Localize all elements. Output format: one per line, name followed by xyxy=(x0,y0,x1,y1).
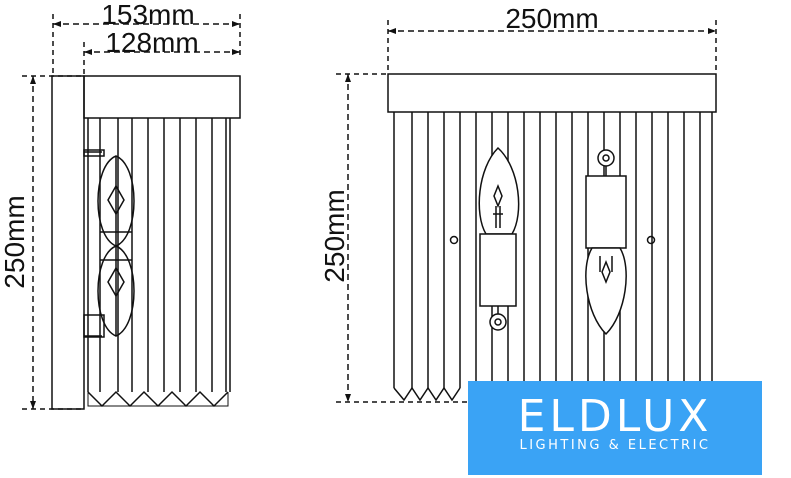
front-mount-hole-right xyxy=(646,235,656,245)
dimension-side-height xyxy=(22,75,84,410)
front-bulb-left xyxy=(478,146,520,331)
side-crystal-bars xyxy=(87,118,231,408)
dimension-153mm xyxy=(52,14,241,74)
side-bulb-assembly xyxy=(83,149,135,338)
eldlux-logo: ELDLUX LIGHTING & ELECTRIC xyxy=(468,381,762,475)
logo-name: ELDLUX xyxy=(517,391,713,442)
front-width-label: 250mm xyxy=(505,3,598,34)
front-canopy xyxy=(387,73,717,113)
dimension-front-height xyxy=(336,73,470,403)
dimension-front-width xyxy=(387,20,717,74)
dimension-128mm xyxy=(83,42,240,74)
side-view: 153mm 128mm 250mm xyxy=(0,0,241,410)
side-width-inner-label: 128mm xyxy=(105,27,198,58)
front-height-label: 250mm xyxy=(319,189,350,282)
front-mount-hole-left xyxy=(449,235,459,245)
side-canopy xyxy=(83,75,241,119)
side-wall-plate xyxy=(51,75,85,410)
logo-tagline: LIGHTING & ELECTRIC xyxy=(519,438,711,453)
front-bulb-right xyxy=(585,149,627,336)
side-width-outer-label: 153mm xyxy=(101,0,194,30)
front-view: 250mm 250mm xyxy=(319,3,717,403)
side-height-label: 250mm xyxy=(0,195,30,288)
front-crystal-bars xyxy=(393,112,713,402)
